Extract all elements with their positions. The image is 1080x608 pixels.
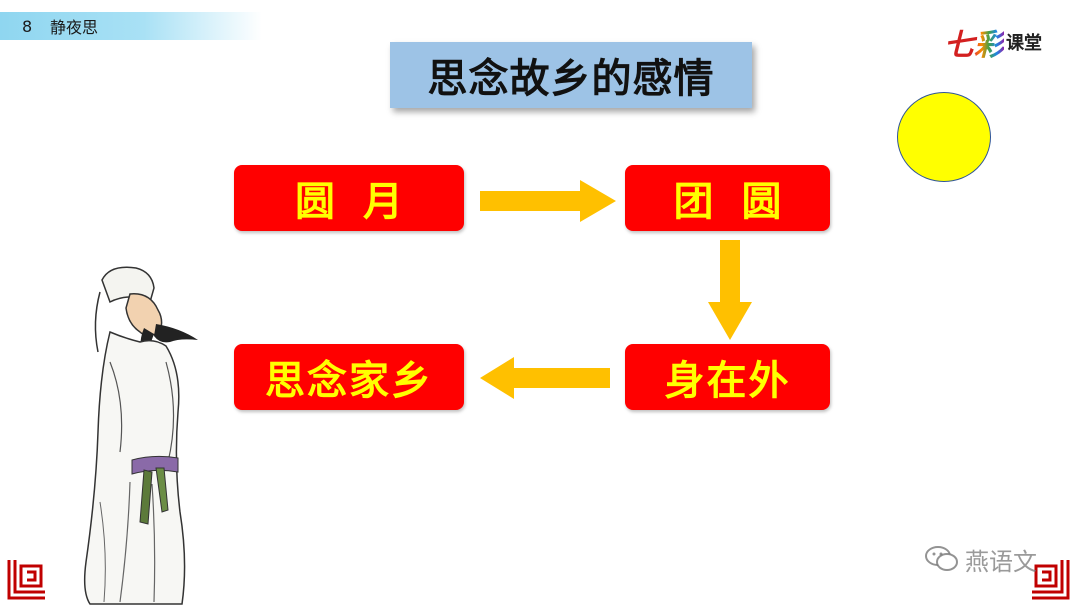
watermark: 燕语文 <box>925 542 1037 576</box>
flow-node-full-moon: 圆月 <box>234 165 464 231</box>
arrow-left-icon <box>480 357 610 399</box>
lesson-title: 静夜思 <box>50 18 99 37</box>
lesson-number: 8 <box>22 16 33 36</box>
arrow-down-icon <box>708 240 752 340</box>
lesson-tab: 8 静夜思 <box>0 12 262 40</box>
poet-illustration <box>83 266 198 605</box>
brand-logo-part3: 课堂 <box>1006 33 1042 54</box>
corner-ornament-icon <box>1032 560 1070 600</box>
brand-logo-part1: 七 <box>944 28 974 63</box>
flow-node-missing-home: 思念家乡 <box>234 344 464 410</box>
watermark-text: 燕语文 <box>965 547 1037 576</box>
flow-node-away-from-home: 身在外 <box>625 344 830 410</box>
arrow-right-icon <box>480 180 616 222</box>
brand-logo-part2: 彩 <box>974 20 1004 64</box>
brand-logo: 七 彩 课堂 <box>944 20 1060 64</box>
wechat-icon <box>925 546 958 571</box>
corner-ornament-icon <box>7 560 45 600</box>
moon-icon <box>897 92 991 182</box>
flow-node-reunion: 团圆 <box>625 165 830 231</box>
slide-title: 思念故乡的感情 <box>390 42 752 108</box>
